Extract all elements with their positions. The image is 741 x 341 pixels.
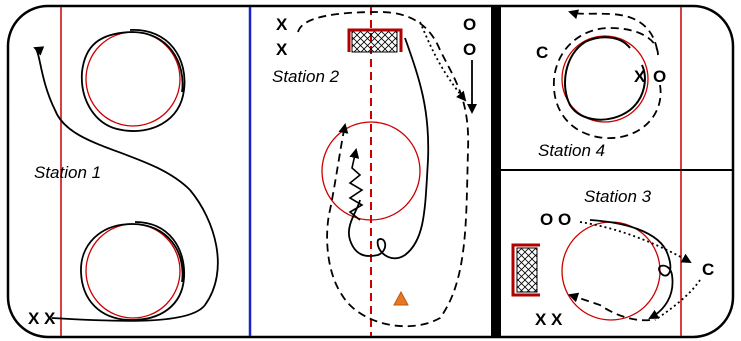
- s3-c: C: [702, 260, 714, 279]
- net-station2: [347, 28, 403, 53]
- s4-solid-loop: [564, 36, 646, 121]
- s2-pass-dotted: [419, 21, 467, 102]
- station-4-label: Station 4: [538, 141, 605, 160]
- s3-dotted-pass: [579, 221, 692, 263]
- s2-x-bottom: X: [276, 40, 288, 59]
- net-station3: [511, 243, 540, 297]
- faceoff-circle-s1-top: [85, 31, 181, 127]
- s2-dashed-loop: [297, 11, 470, 328]
- s3-dashed-return: [568, 292, 651, 322]
- station-2-label: Station 2: [272, 67, 340, 86]
- rink-boards: [6, 4, 735, 339]
- station-1-label: Station 1: [34, 163, 101, 182]
- s4-o: O: [653, 67, 666, 86]
- s2-solid-skate: [348, 37, 430, 260]
- s2-x-top: X: [276, 15, 288, 34]
- s4-c: C: [536, 43, 548, 62]
- s1-skating-path: [33, 46, 219, 322]
- s2-o-bottom: O: [463, 40, 476, 59]
- faceoff-circle-s4: [561, 35, 649, 123]
- s4-x: X: [634, 67, 646, 86]
- s1-x-players: X X: [28, 309, 56, 328]
- center-circle: [321, 121, 421, 221]
- s3-solid-skate: [589, 219, 674, 319]
- station-divider: [491, 7, 501, 336]
- s2-zigzag: [348, 148, 364, 221]
- s3-dotted-pass-2: [654, 279, 701, 321]
- s4-dashed-loop: [553, 9, 662, 139]
- s3-o-players: O O: [540, 210, 571, 229]
- s1-circle-top-path: [81, 29, 186, 132]
- cone: [393, 290, 409, 306]
- faceoff-circle-s1-bottom: [85, 223, 181, 319]
- station-3-label: Station 3: [584, 187, 652, 206]
- s2-o-top: O: [463, 15, 476, 34]
- faceoff-circle-s3: [561, 221, 661, 321]
- s1-circle-bottom-path: [80, 221, 185, 321]
- s3-x-players: X X: [535, 310, 563, 329]
